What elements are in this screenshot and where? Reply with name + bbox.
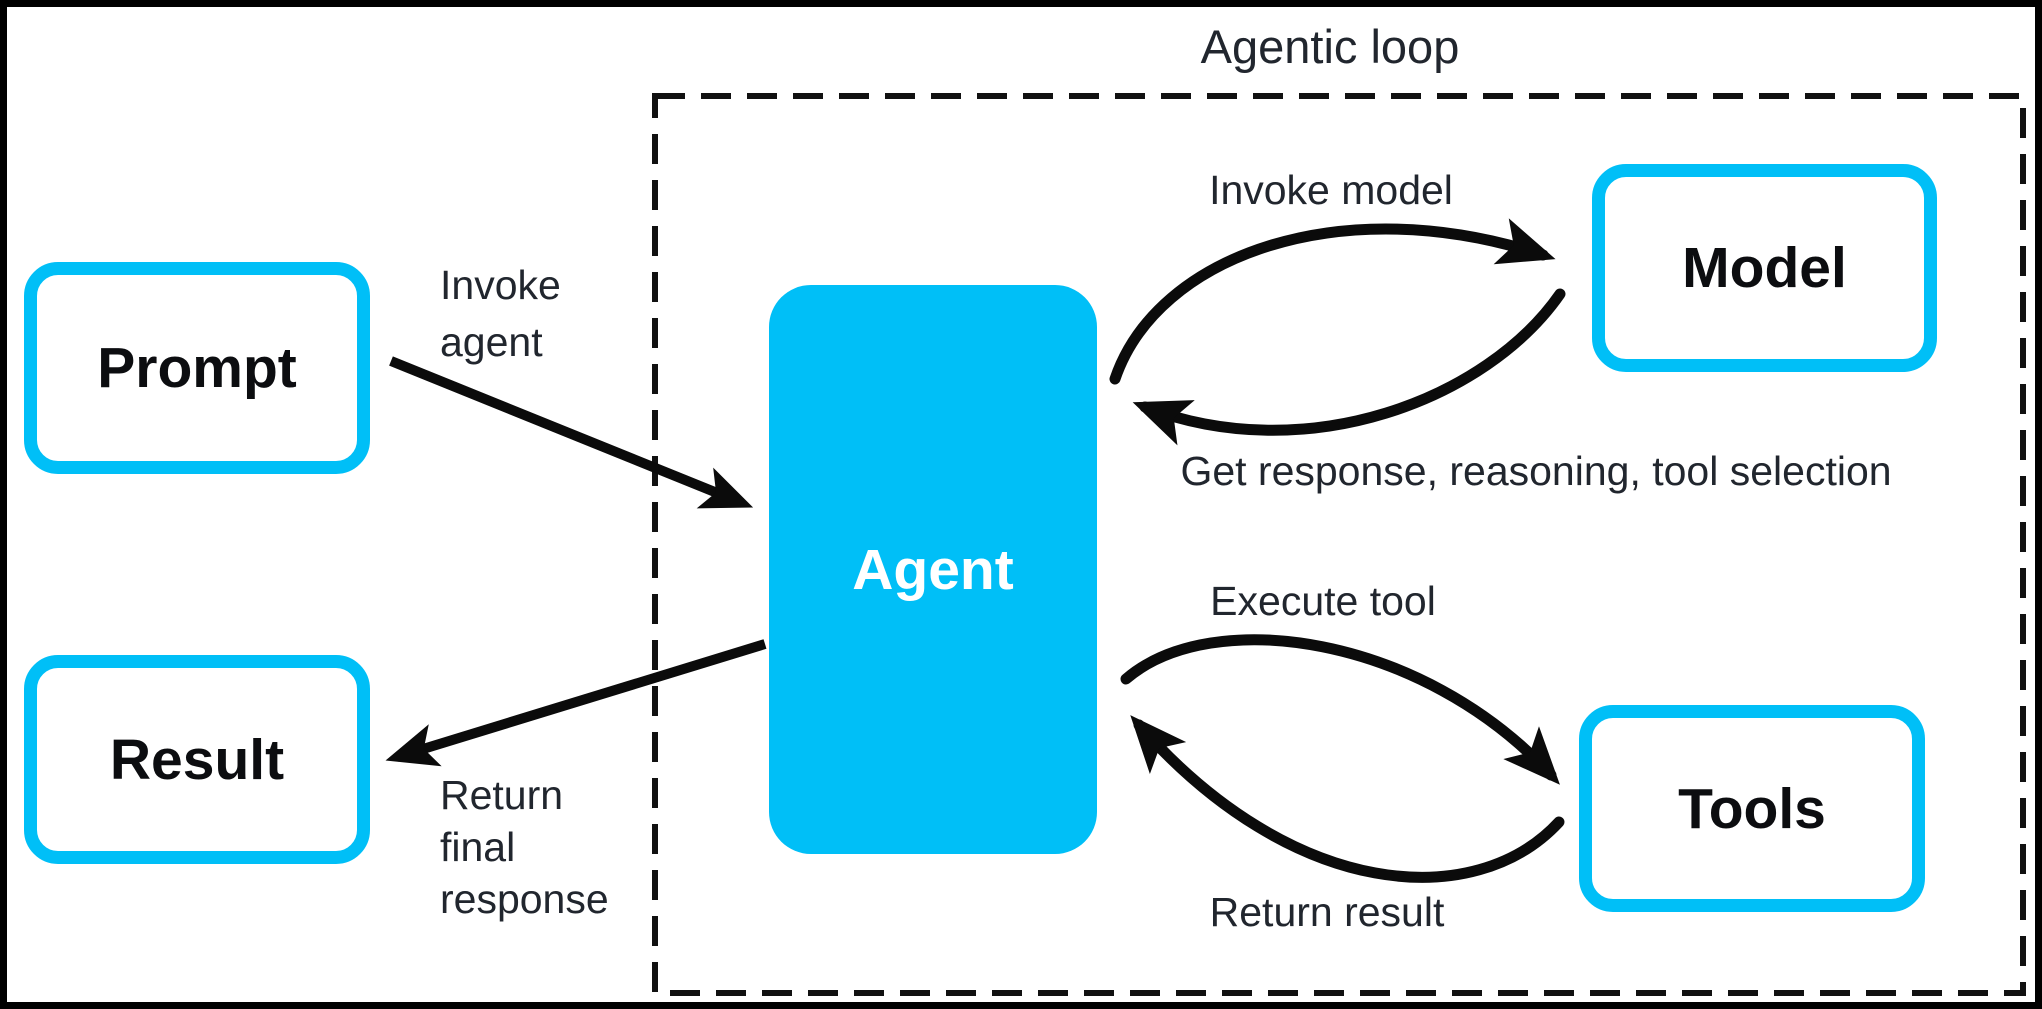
arrow-return-final-response: [385, 639, 767, 767]
edge-label-get-response: Get response, reasoning, tool selection: [1180, 448, 1892, 494]
arrow-execute-tool: [1120, 634, 1560, 785]
edge-label-return-final-response: Return final response: [440, 772, 609, 922]
edge-label-invoke-model: Invoke model: [1209, 167, 1453, 213]
node-agent: Agent: [769, 285, 1097, 854]
arrow-return-result: [1130, 715, 1565, 883]
agentic-loop-boundary: [652, 93, 2026, 996]
diagram-connectors: [385, 93, 2026, 996]
node-model: Model: [1592, 164, 1937, 372]
node-result: Result: [24, 655, 370, 864]
arrow-invoke-model: [1109, 218, 1556, 385]
edge-label-invoke-agent: Invoke agent: [440, 262, 561, 365]
node-prompt: Prompt: [24, 262, 370, 474]
agentic-loop-title: Agentic loop: [1200, 20, 1460, 73]
arrow-invoke-agent: [389, 356, 754, 509]
arrow-get-response: [1132, 288, 1566, 446]
edge-label-execute-tool: Execute tool: [1210, 578, 1436, 624]
node-tools: Tools: [1579, 705, 1925, 912]
edge-label-return-result: Return result: [1209, 889, 1445, 935]
